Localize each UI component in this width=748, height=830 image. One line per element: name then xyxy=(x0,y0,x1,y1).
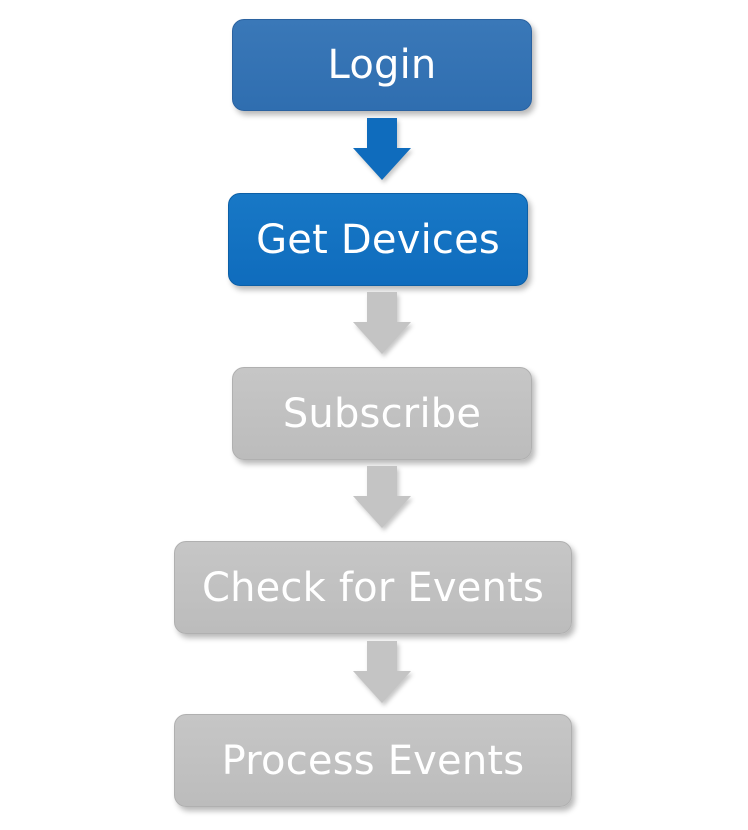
step-label: Get Devices xyxy=(256,216,500,263)
step-subscribe: Subscribe xyxy=(232,367,532,460)
step-check-for-events: Check for Events xyxy=(174,541,572,634)
step-label: Process Events xyxy=(221,737,525,784)
step-label: Subscribe xyxy=(282,390,482,437)
step-label: Check for Events xyxy=(201,564,545,611)
arrow-down-icon xyxy=(351,641,413,705)
step-label: Login xyxy=(327,42,437,88)
arrow-down-icon xyxy=(351,292,413,356)
arrow-down-icon xyxy=(351,466,413,530)
arrow-down-icon xyxy=(351,118,413,182)
step-login: Login xyxy=(232,19,532,111)
step-process-events: Process Events xyxy=(174,714,572,807)
step-get-devices: Get Devices xyxy=(228,193,528,286)
